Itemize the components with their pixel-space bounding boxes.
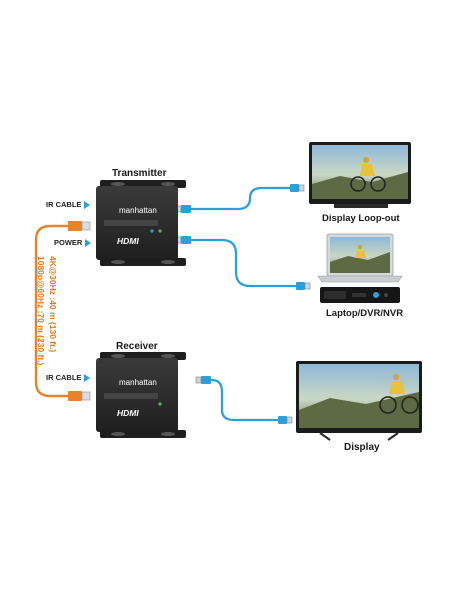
tx-hdmi-logo: HDMI <box>117 236 139 246</box>
transmitter-title: Transmitter <box>112 168 166 179</box>
monitor-display-loop-out <box>309 142 411 208</box>
tx-power-text: POWER <box>54 238 82 247</box>
arrow-right-icon <box>84 201 90 209</box>
display-loop-out-label: Display Loop-out <box>322 213 400 224</box>
cable-spec-line1: 4K@30Hz :40 m (130 ft.) <box>47 256 58 352</box>
receiver-title: Receiver <box>116 341 158 352</box>
arrow-right-icon <box>84 374 90 382</box>
laptop <box>318 234 402 282</box>
hdmi-cable-display <box>196 376 292 424</box>
laptop-dvr-nvr-label: Laptop/DVR/NVR <box>326 308 403 319</box>
rx-hdmi-logo: HDMI <box>117 408 139 418</box>
tx-power-port-label: POWER <box>54 238 91 247</box>
dvr-nvr-box <box>320 287 400 303</box>
cable-spec-line2: 1080p@60Hz :70 m (230 ft.) <box>35 256 46 365</box>
display-label: Display <box>344 442 380 453</box>
tx-brand-logo: manhattan <box>119 206 157 215</box>
tx-ir-cable-text: IR CABLE <box>46 200 81 209</box>
rx-brand-logo: manhattan <box>119 378 157 387</box>
receiver-device <box>96 352 186 438</box>
rx-ir-cable-text: IR CABLE <box>46 373 81 382</box>
hdmi-cable-laptop <box>176 236 310 290</box>
tv-display <box>296 361 422 440</box>
tx-ir-cable-port-label: IR CABLE <box>46 200 90 209</box>
transmitter-device <box>96 180 186 266</box>
arrow-right-icon <box>85 239 91 247</box>
hdmi-cable-display-loop <box>176 184 304 213</box>
rx-ir-cable-port-label: IR CABLE <box>46 373 90 382</box>
